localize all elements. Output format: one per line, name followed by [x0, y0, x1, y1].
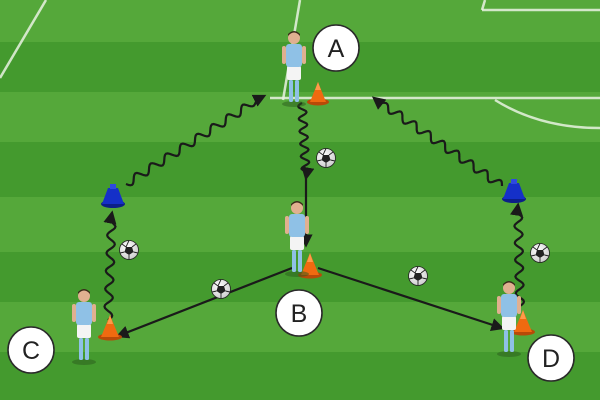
dribble-arrow-right-marker-to-a	[371, 96, 504, 187]
player-icon	[282, 31, 306, 107]
station-label-d: D	[527, 334, 575, 382]
dribble-arrow-left-marker-to-a	[125, 94, 267, 187]
station-label-a: A	[312, 24, 360, 72]
cone-icon	[307, 82, 329, 106]
station-label-c-text: C	[22, 337, 40, 365]
player-layer	[72, 31, 521, 365]
ball-icon	[408, 266, 428, 286]
player-icon	[72, 289, 96, 365]
dribble-arrow-d-to-right-marker	[509, 202, 526, 307]
cone-icon	[511, 310, 535, 336]
ball-icon	[211, 279, 231, 299]
pass-arrow-b-to-d	[317, 266, 505, 332]
ball-icon	[316, 148, 336, 168]
six-yard-side	[480, 0, 487, 11]
ball-layer	[119, 148, 550, 299]
station-label-a-text: A	[328, 35, 345, 63]
cone-layer	[98, 82, 535, 341]
station-label-b: B	[275, 289, 323, 337]
cone-icon	[98, 315, 122, 341]
movement-layer	[103, 94, 526, 339]
disc-marker-icon	[502, 179, 526, 203]
station-label-b-text: B	[291, 300, 308, 328]
disc-marker-icon	[101, 184, 125, 208]
station-labels: A B C D	[7, 24, 575, 382]
touchline-left	[0, 0, 48, 79]
station-label-c: C	[7, 326, 55, 374]
dribble-arrow-c-to-left-marker	[103, 210, 117, 321]
ball-icon	[530, 243, 550, 263]
dribble-arrow-a-to-b	[296, 102, 315, 181]
pass-arrow-b-to-c	[115, 266, 293, 339]
grass-stripe	[0, 142, 600, 197]
penalty-arc	[494, 98, 600, 130]
pitch-markings	[0, 0, 600, 130]
ball-icon	[119, 240, 139, 260]
grass-stripe	[0, 352, 600, 400]
station-label-d-text: D	[542, 345, 560, 373]
player-icon	[285, 201, 309, 277]
player-icon	[497, 281, 521, 357]
